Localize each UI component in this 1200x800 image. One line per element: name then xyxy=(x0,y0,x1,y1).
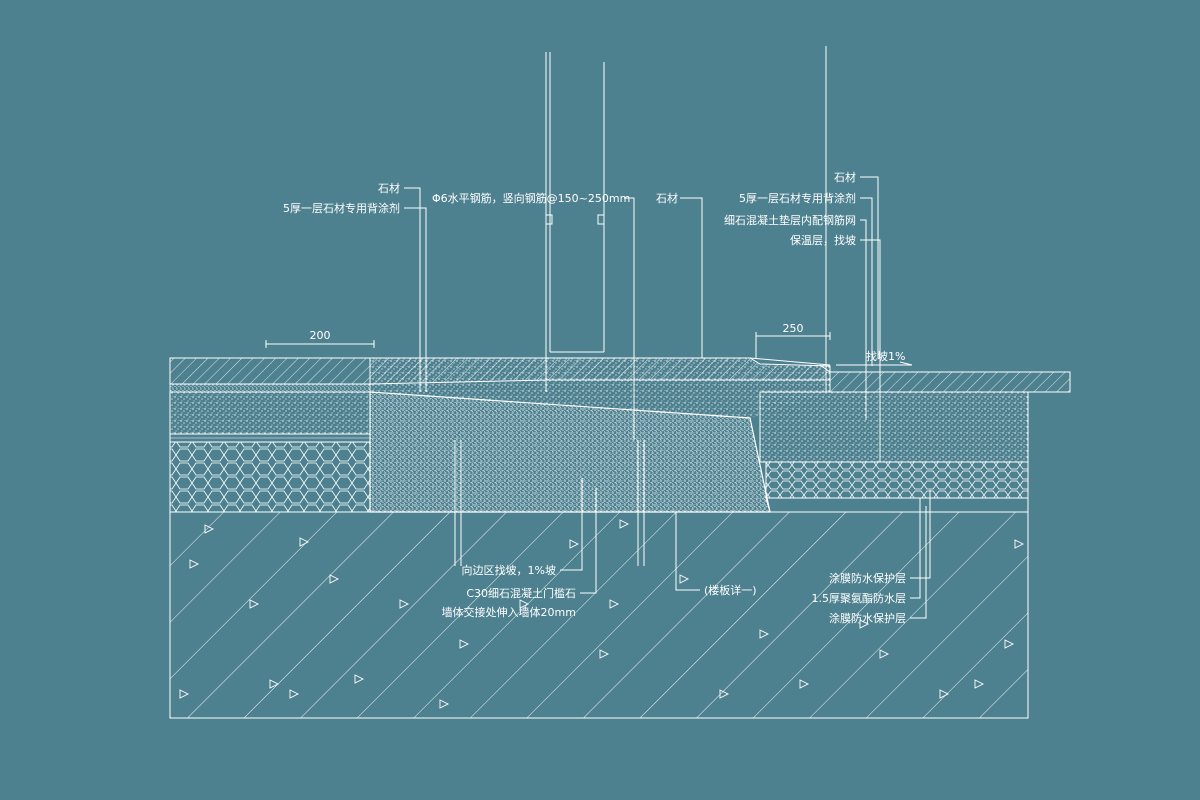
label-waterproof-layer: 1.5厚聚氨酯防水层 xyxy=(812,591,907,605)
label-insulation: 保温层，找坡 xyxy=(790,233,856,247)
label-backcoat-left: 5厚一层石材专用背涂剂 xyxy=(283,201,400,215)
leader-lines xyxy=(404,176,931,619)
door-frame xyxy=(170,46,827,392)
label-wall-insert: 墙体交接处伸入墙体20mm xyxy=(442,605,576,619)
label-stone-right: 石材 xyxy=(834,170,856,184)
label-stone-left: 石材 xyxy=(378,181,400,195)
label-screed-mesh: 细石混凝土垫层内配钢筋网 xyxy=(724,213,856,227)
label-stone-center: 石材 xyxy=(656,191,678,205)
label-slope: 找坡1% xyxy=(866,349,905,363)
dimension-left-width: 200 xyxy=(310,329,331,342)
label-membrane-protection-2: 涂膜防水保护层 xyxy=(829,611,906,625)
dimension-ramp-width: 250 xyxy=(783,322,804,335)
label-floor-slab: (楼板详一) xyxy=(704,583,757,597)
label-backcoat-right: 5厚一层石材专用背涂剂 xyxy=(739,191,856,205)
annotations: 石材 5厚一层石材专用背涂剂 Φ6水平钢筋，竖向钢筋@150~250mm 石材 … xyxy=(283,170,906,625)
label-c30-threshold: C30细石混凝土门槛石 xyxy=(466,586,576,600)
right-floor-buildup xyxy=(749,357,1071,513)
dimension-lines xyxy=(265,332,913,366)
label-rebar: Φ6水平钢筋，竖向钢筋@150~250mm xyxy=(432,191,630,205)
concrete-threshold xyxy=(369,391,771,566)
left-floor-buildup xyxy=(169,357,371,513)
label-membrane-protection-1: 涂膜防水保护层 xyxy=(829,571,906,585)
label-slope-edge: 向边区找坡，1%坡 xyxy=(462,563,556,577)
center-stone-layer xyxy=(369,357,831,418)
structural-slab xyxy=(169,511,1029,719)
